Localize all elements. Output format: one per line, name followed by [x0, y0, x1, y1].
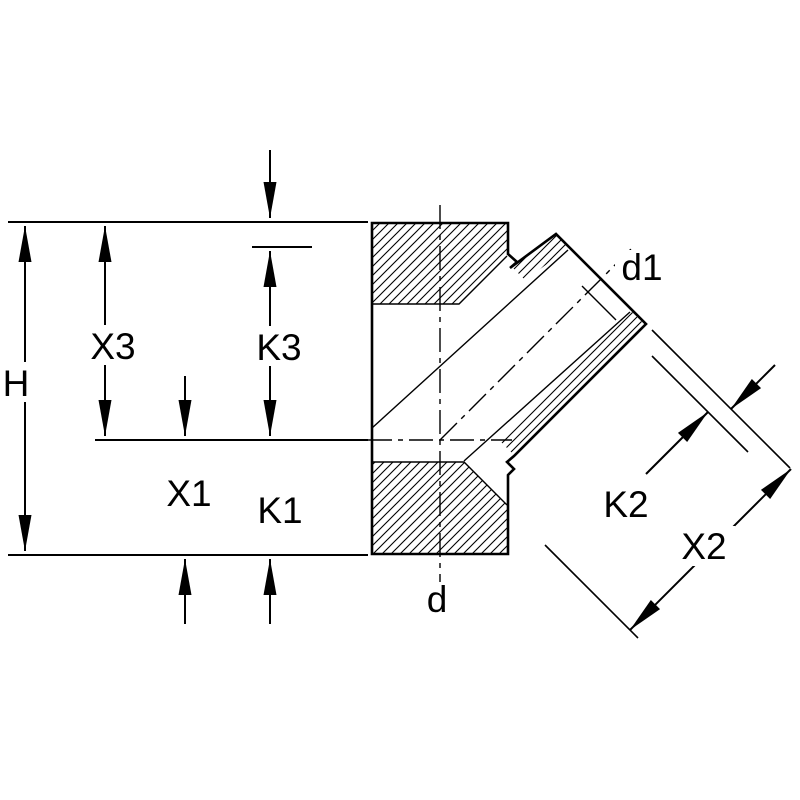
dim-label-x2: X2 [681, 526, 726, 567]
label-bg-k2 [597, 484, 655, 524]
label-bg-h [0, 362, 34, 402]
label-bg-d1 [615, 250, 669, 288]
hatch-branch-upper-wall [512, 235, 569, 280]
hatch-branch-lower-wall [501, 311, 645, 455]
branch-insertion-plane-line [581, 285, 617, 321]
dim-label-x1: X1 [166, 473, 211, 514]
ref-line-branch-center [544, 544, 639, 639]
bore-upper-wall-line [371, 249, 569, 429]
bore-lower-wall-line [463, 311, 631, 462]
diameter-label-d: d [427, 579, 448, 620]
dim-label-x3: X3 [90, 326, 135, 367]
dim-label-k1: K1 [257, 490, 302, 531]
section-boundary-bottom [372, 461, 508, 506]
label-bg-x1 [161, 472, 218, 512]
ref-line-branch-face [651, 329, 791, 469]
label-bg-k3 [250, 326, 308, 366]
label-bg-x2 [672, 526, 735, 566]
dim-arrow-branch-outside [730, 364, 776, 410]
dim-label-k3: K3 [256, 327, 301, 368]
label-bg-d [422, 582, 452, 620]
dim-label-h: H [3, 363, 30, 404]
section-boundary-top [372, 255, 508, 305]
diameter-label-d1: d1 [621, 247, 662, 288]
label-bg-k1 [252, 489, 309, 529]
ref-line-branch-insertion [651, 355, 749, 453]
label-bg-x3 [84, 325, 142, 365]
dim-arrow-k2 [645, 411, 709, 475]
dim-label-k2: K2 [603, 484, 648, 525]
fitting-outline [370, 221, 648, 556]
